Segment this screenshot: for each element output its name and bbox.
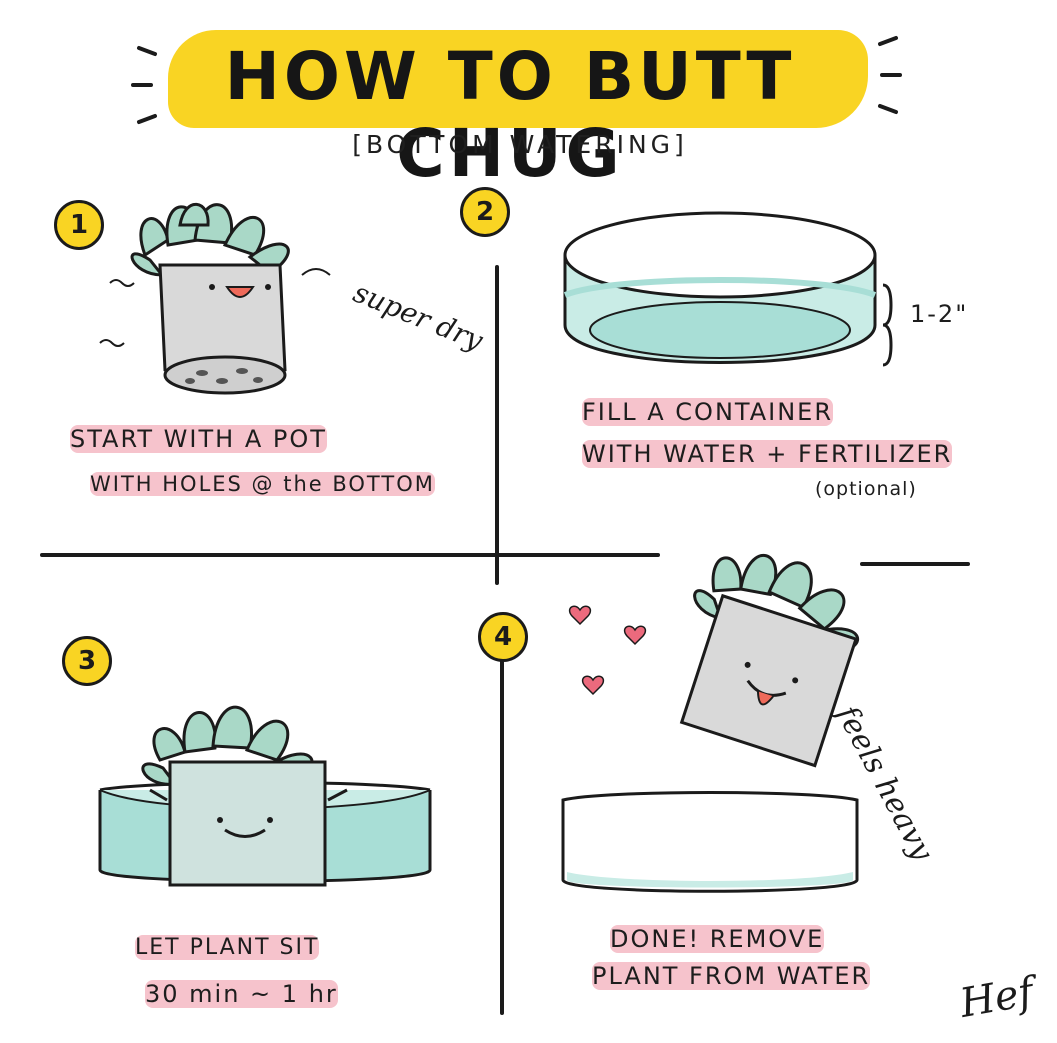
step-2-water-container-illustration — [563, 211, 893, 367]
step-1-number-badge: 1 — [54, 200, 104, 250]
step-4-number-badge: 4 — [478, 612, 528, 662]
step-2-measure-label: 1-2" — [910, 300, 969, 328]
step-4-caption-line-1: DONE! REMOVE — [610, 925, 825, 953]
step-4-empty-container-illustration — [561, 791, 859, 893]
step-4-hearts-icon — [568, 605, 647, 696]
divider-vertical-top — [495, 265, 499, 585]
step-2-number-badge: 2 — [460, 187, 510, 237]
page-title: HOW TO BUTT CHUG — [224, 38, 796, 192]
step-3-caption-line-2: 30 min ~ 1 hr — [145, 980, 338, 1008]
step-1-caption-line-1: START WITH A POT — [70, 425, 327, 453]
divider-horizontal-right — [860, 562, 970, 566]
title-highlight — [168, 30, 868, 128]
step-1-caption-line-2: WITH HOLES @ the BOTTOM — [90, 472, 435, 496]
title-accent-left — [131, 46, 157, 124]
artist-signature: Hef — [956, 968, 1037, 1028]
step-3-number-badge: 3 — [62, 636, 112, 686]
divider-horizontal-left — [40, 553, 660, 557]
divider-vertical-bottom — [500, 655, 504, 1015]
step-3-caption-line-1: LET PLANT SIT — [135, 935, 320, 960]
step-2-optional-note: (optional) — [815, 478, 917, 500]
step-4-lifted-pot-illustration — [679, 554, 860, 768]
page-subtitle: [BOTTOM WATERING] — [352, 130, 688, 159]
step-3-soaking-pot-illustration — [98, 705, 432, 887]
step-1-dry-pot-illustration — [99, 202, 331, 395]
step-2-caption-line-1: FILL A CONTAINER — [582, 398, 833, 426]
step-1-note: super dry — [348, 275, 488, 358]
step-4-caption-line-2: PLANT FROM WATER — [592, 962, 871, 990]
step-2-caption-line-2: WITH WATER + FERTILIZER — [582, 440, 953, 468]
title-accent-right — [878, 36, 902, 114]
